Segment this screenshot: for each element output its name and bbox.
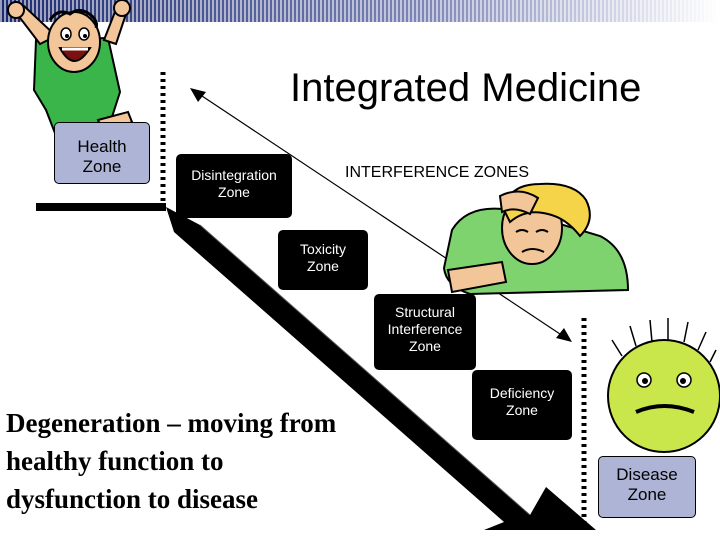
- disease-zone-line1: Disease: [616, 465, 678, 484]
- deficiency-zone-line1: Deficiency: [489, 385, 555, 401]
- structural-zone-line1: Structural: [395, 304, 455, 320]
- degeneration-arrow: [166, 207, 596, 530]
- interference-arrow-line: [195, 91, 567, 339]
- caption-line2: healthy function to: [6, 446, 224, 476]
- deficiency-zone-box: Deficiency Zone: [472, 370, 572, 440]
- header-stripe-band: [0, 0, 720, 22]
- arrow-head-top: [190, 88, 206, 102]
- health-ground-bar: [36, 203, 166, 211]
- health-zone-line1: Health: [77, 137, 127, 156]
- deficiency-zone-line2: Zone: [506, 401, 538, 418]
- caption-line3: dysfunction to disease: [6, 484, 259, 514]
- degeneration-caption: Degeneration – moving from healthy funct…: [6, 404, 336, 518]
- toxicity-zone-line2: Zone: [307, 257, 339, 274]
- tired-person-icon: [442, 182, 630, 296]
- disintegration-zone-line2: Zone: [218, 183, 250, 200]
- structural-zone-line2: Interference: [387, 320, 463, 337]
- disintegration-zone-line1: Disintegration: [191, 167, 277, 183]
- structural-zone-line3: Zone: [409, 337, 441, 354]
- arrow-head-bottom: [556, 328, 572, 342]
- toxicity-zone-box: Toxicity Zone: [278, 230, 368, 290]
- disease-zone-box: Disease Zone: [598, 456, 696, 518]
- page-title: Integrated Medicine: [290, 66, 642, 110]
- structural-zone-box: Structural Interference Zone: [374, 294, 476, 370]
- disease-zone-line2: Zone: [627, 485, 667, 505]
- disintegration-zone-box: Disintegration Zone: [176, 154, 292, 218]
- degeneration-arrow-highlight: [199, 224, 531, 516]
- health-zone-box: Health Zone: [54, 122, 150, 184]
- caption-line1: Degeneration – moving from: [6, 408, 337, 438]
- interference-zones-label: INTERFERENCE ZONES: [345, 164, 530, 181]
- sick-face-icon: [607, 318, 720, 453]
- health-zone-line2: Zone: [82, 157, 122, 177]
- toxicity-zone-line1: Toxicity: [300, 241, 346, 257]
